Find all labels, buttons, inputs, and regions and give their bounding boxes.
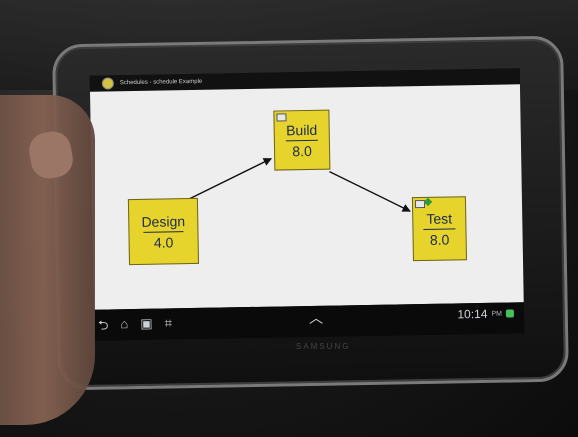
app-title: Schedules - schedule Example [119,78,203,87]
clock-time: 10:14 [457,306,488,322]
node-build-name: Build [285,121,318,138]
node-test[interactable]: Test 8.0 [411,196,467,262]
edit-badge-icon [276,113,287,122]
edge-build-test [329,170,411,212]
back-icon[interactable]: ⮌ [97,317,109,333]
app-icon [101,77,114,90]
brand-logo: SAMSUNG [296,342,351,351]
signal-icon [505,309,515,318]
node-test-duration: 8.0 [429,231,450,248]
recent-apps-icon[interactable]: ▣ [140,315,153,331]
clock-suffix: PM [491,310,502,318]
node-test-divider [423,227,456,230]
home-icon[interactable]: ⌂ [120,316,129,332]
node-build[interactable]: Build 8.0 [273,109,331,171]
tablet-screen: Schedules - schedule Example Build 8.0 D… [89,68,525,341]
node-design-divider [143,230,184,233]
diagram-canvas[interactable]: Build 8.0 Design 4.0 Test 8.0 [89,84,524,310]
nav-left-group: ⮌ ⌂ ▣ ⌗ [98,315,172,338]
node-design-duration: 4.0 [153,233,174,251]
node-build-duration: 8.0 [292,142,312,159]
node-build-divider [285,139,319,141]
screenshot-icon[interactable]: ⌗ [164,315,173,331]
node-design[interactable]: Design 4.0 [127,197,200,266]
status-area: 10:14 PM [457,306,515,322]
node-test-name: Test [426,209,453,227]
center-chevron-icon[interactable]: ︿ [308,309,324,326]
node-design-name: Design [141,212,186,230]
